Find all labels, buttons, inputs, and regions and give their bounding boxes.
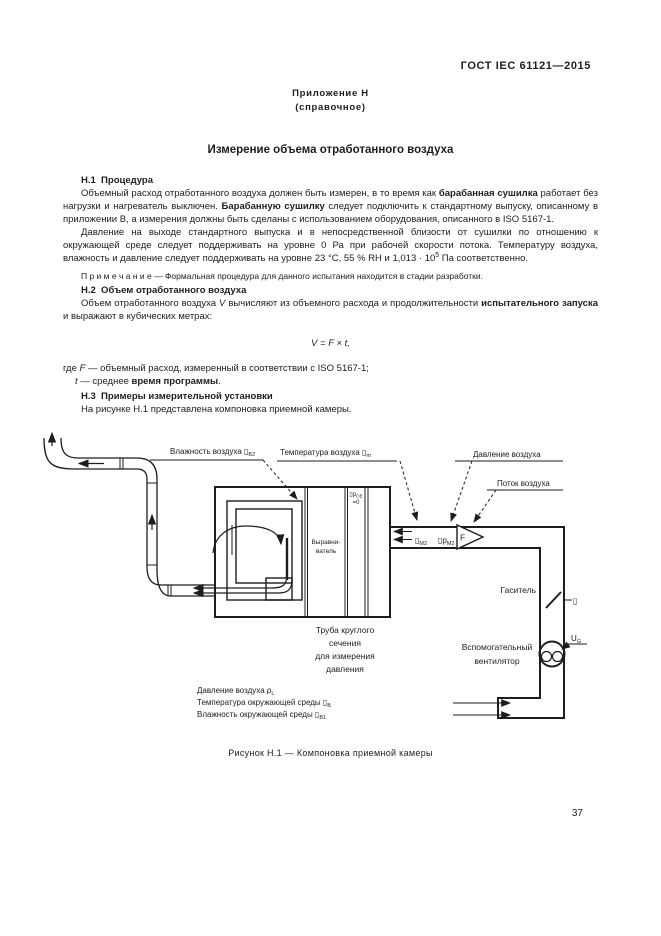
section-heading-h3: Н.3 Примеры измерительной установки <box>81 391 273 402</box>
section-heading-h1: Н.1 Процедура <box>81 175 154 186</box>
bold-term: барабанная сушилка <box>438 188 538 199</box>
theta-m2-label: ▯M2 <box>415 536 427 547</box>
italic-var: V <box>219 298 226 309</box>
ambient-pressure-label: Давление воздуха pL <box>197 686 274 697</box>
damper-symbol-ref: ▯ <box>573 597 577 606</box>
drum-housing <box>226 500 303 601</box>
flow-sensor-symbol <box>456 523 485 551</box>
bold-term: Барабанную сушилку <box>221 201 325 212</box>
air-flow-label: Поток воздуха <box>497 479 550 488</box>
drum-circulation-arrow <box>212 525 285 554</box>
damper-symbol <box>545 591 562 609</box>
annex-title: Приложение Н <box>292 88 369 99</box>
drum <box>235 508 293 584</box>
measuring-duct: ▯M2 ▯pM2 F Гаситель ▯ Вспомогательный ве… <box>390 523 587 719</box>
italic-var: F <box>79 363 86 374</box>
pressure-leader-arrow <box>450 460 473 522</box>
text-run: Давление на выходе стандартного выпуска … <box>63 227 598 264</box>
receiving-chamber-diagram: Выравни- ватель ▯pOE =0 ▯M2 ▯pM2 F Гасит… <box>43 431 587 721</box>
humidity-leader-arrow <box>262 459 298 500</box>
figure-caption: Рисунок Н.1 — Компоновка приемной камеры <box>228 748 433 758</box>
text-run: Объем отработанного воздуха <box>81 298 220 309</box>
fan-label: вентилятор <box>474 656 520 666</box>
note-paragraph: П р и м е ч а н и е — Формальная процеду… <box>81 271 483 281</box>
equalizer-label: Выравни- <box>311 539 340 546</box>
pipe-note: Труба круглого сечения для измерения дав… <box>315 625 375 674</box>
page-number: 37 <box>571 808 583 819</box>
paragraph-procedure-2: Давление на выходе стандартного выпуска … <box>63 226 598 265</box>
svg-text:сечения: сечения <box>329 638 361 648</box>
flow-sensor-label: F <box>460 533 465 543</box>
dp-oe-label: ▯pOE <box>349 492 362 499</box>
section-heading-h2: Н.2 Объем отработанного воздуха <box>81 285 247 296</box>
fan-symbol <box>538 640 566 668</box>
text-run: — среднее <box>77 376 132 387</box>
receiving-chamber: Выравни- ватель ▯pOE =0 <box>192 486 391 618</box>
fan-blade <box>551 650 564 663</box>
bold-term: время программы <box>131 376 219 387</box>
svg-text:давления: давления <box>326 664 364 674</box>
text-run: Па соответственно. <box>439 253 529 264</box>
text-run: следует подключить к стандартному выпуск… <box>63 201 598 225</box>
air-pressure-label: Давление воздуха <box>473 450 541 459</box>
equalizer-label: ватель <box>316 548 337 555</box>
text-run: где <box>63 363 80 374</box>
where-t-line: t — среднее время программы. <box>63 375 598 388</box>
superscript: 5 <box>435 251 440 259</box>
paragraph-volume: Объем отработанного воздуха V вычисляют … <box>63 297 598 323</box>
paragraph-procedure-1: Объемный расход отработанного воздуха до… <box>63 187 598 226</box>
text-run: работает без нагрузки и нагреватель выкл… <box>63 188 598 212</box>
air-humidity-label: Влажность воздуха ▯B2 <box>170 447 255 458</box>
where-clause: где F — объемный расход, измеренный в со… <box>63 362 598 388</box>
text-run: — объемный расход, измеренный в соответс… <box>85 363 369 374</box>
temperature-leader-arrow <box>399 460 419 521</box>
page-title: Измерение объема отработанного воздуха <box>207 144 454 156</box>
svg-text:Труба круглого: Труба круглого <box>316 625 375 635</box>
exhaust-flow-arrow <box>192 579 293 598</box>
dp-oe-value: =0 <box>353 500 361 506</box>
text-run: вычисляют из объемного расхода и продолж… <box>225 298 482 309</box>
fan-blade <box>540 650 553 663</box>
ambient-humidity-label: Влажность окружающей среды ▯B1 <box>197 710 326 721</box>
text-run: и выражают в кубических метрах: <box>63 311 213 322</box>
figure-h1: Выравни- ватель ▯pOE =0 ▯M2 ▯pM2 F Гасит… <box>0 422 661 734</box>
dp-m2-label: ▯pM2 <box>438 536 455 547</box>
callout-labels: Влажность воздуха ▯B2 Температура воздух… <box>150 447 563 523</box>
ambient-labels: Давление воздуха pL Температура окружающ… <box>197 686 331 721</box>
ambient-temperature-label: Температура окружающей среды ▯B <box>197 698 331 709</box>
exhaust-flow-arrow <box>192 550 288 593</box>
annex-heading: Приложение Н (справочное) <box>0 87 661 115</box>
doc-number-header: ГОСТ IEC 61121—2015 <box>460 60 591 72</box>
text-run: . <box>218 376 221 387</box>
ug-leader-arrow <box>561 641 571 650</box>
exhaust-duct <box>43 431 215 597</box>
drum-outlet-box <box>265 577 293 601</box>
flow-leader-arrow <box>473 489 497 523</box>
ug-label: UG <box>571 634 581 645</box>
italic-var: t <box>75 376 78 387</box>
paragraph-figure-intro: На рисунке Н.1 представлена компоновка п… <box>81 404 352 415</box>
annex-subtitle: (справочное) <box>295 102 366 113</box>
fan-label: Вспомогательный <box>462 642 533 652</box>
air-temperature-label: Температура воздуха ▯m <box>280 448 371 459</box>
text-run: Объемный расход отработанного воздуха до… <box>81 188 439 199</box>
damper-label: Гаситель <box>501 585 537 595</box>
text-column: Н.1 Процедура Объемный расход отработанн… <box>0 175 661 416</box>
formula: V = F × t, <box>311 338 350 349</box>
svg-text:для измерения: для измерения <box>315 651 375 661</box>
where-f-line: где F — объемный расход, измеренный в со… <box>63 362 598 375</box>
bold-term: испытательного запуска <box>481 298 598 309</box>
